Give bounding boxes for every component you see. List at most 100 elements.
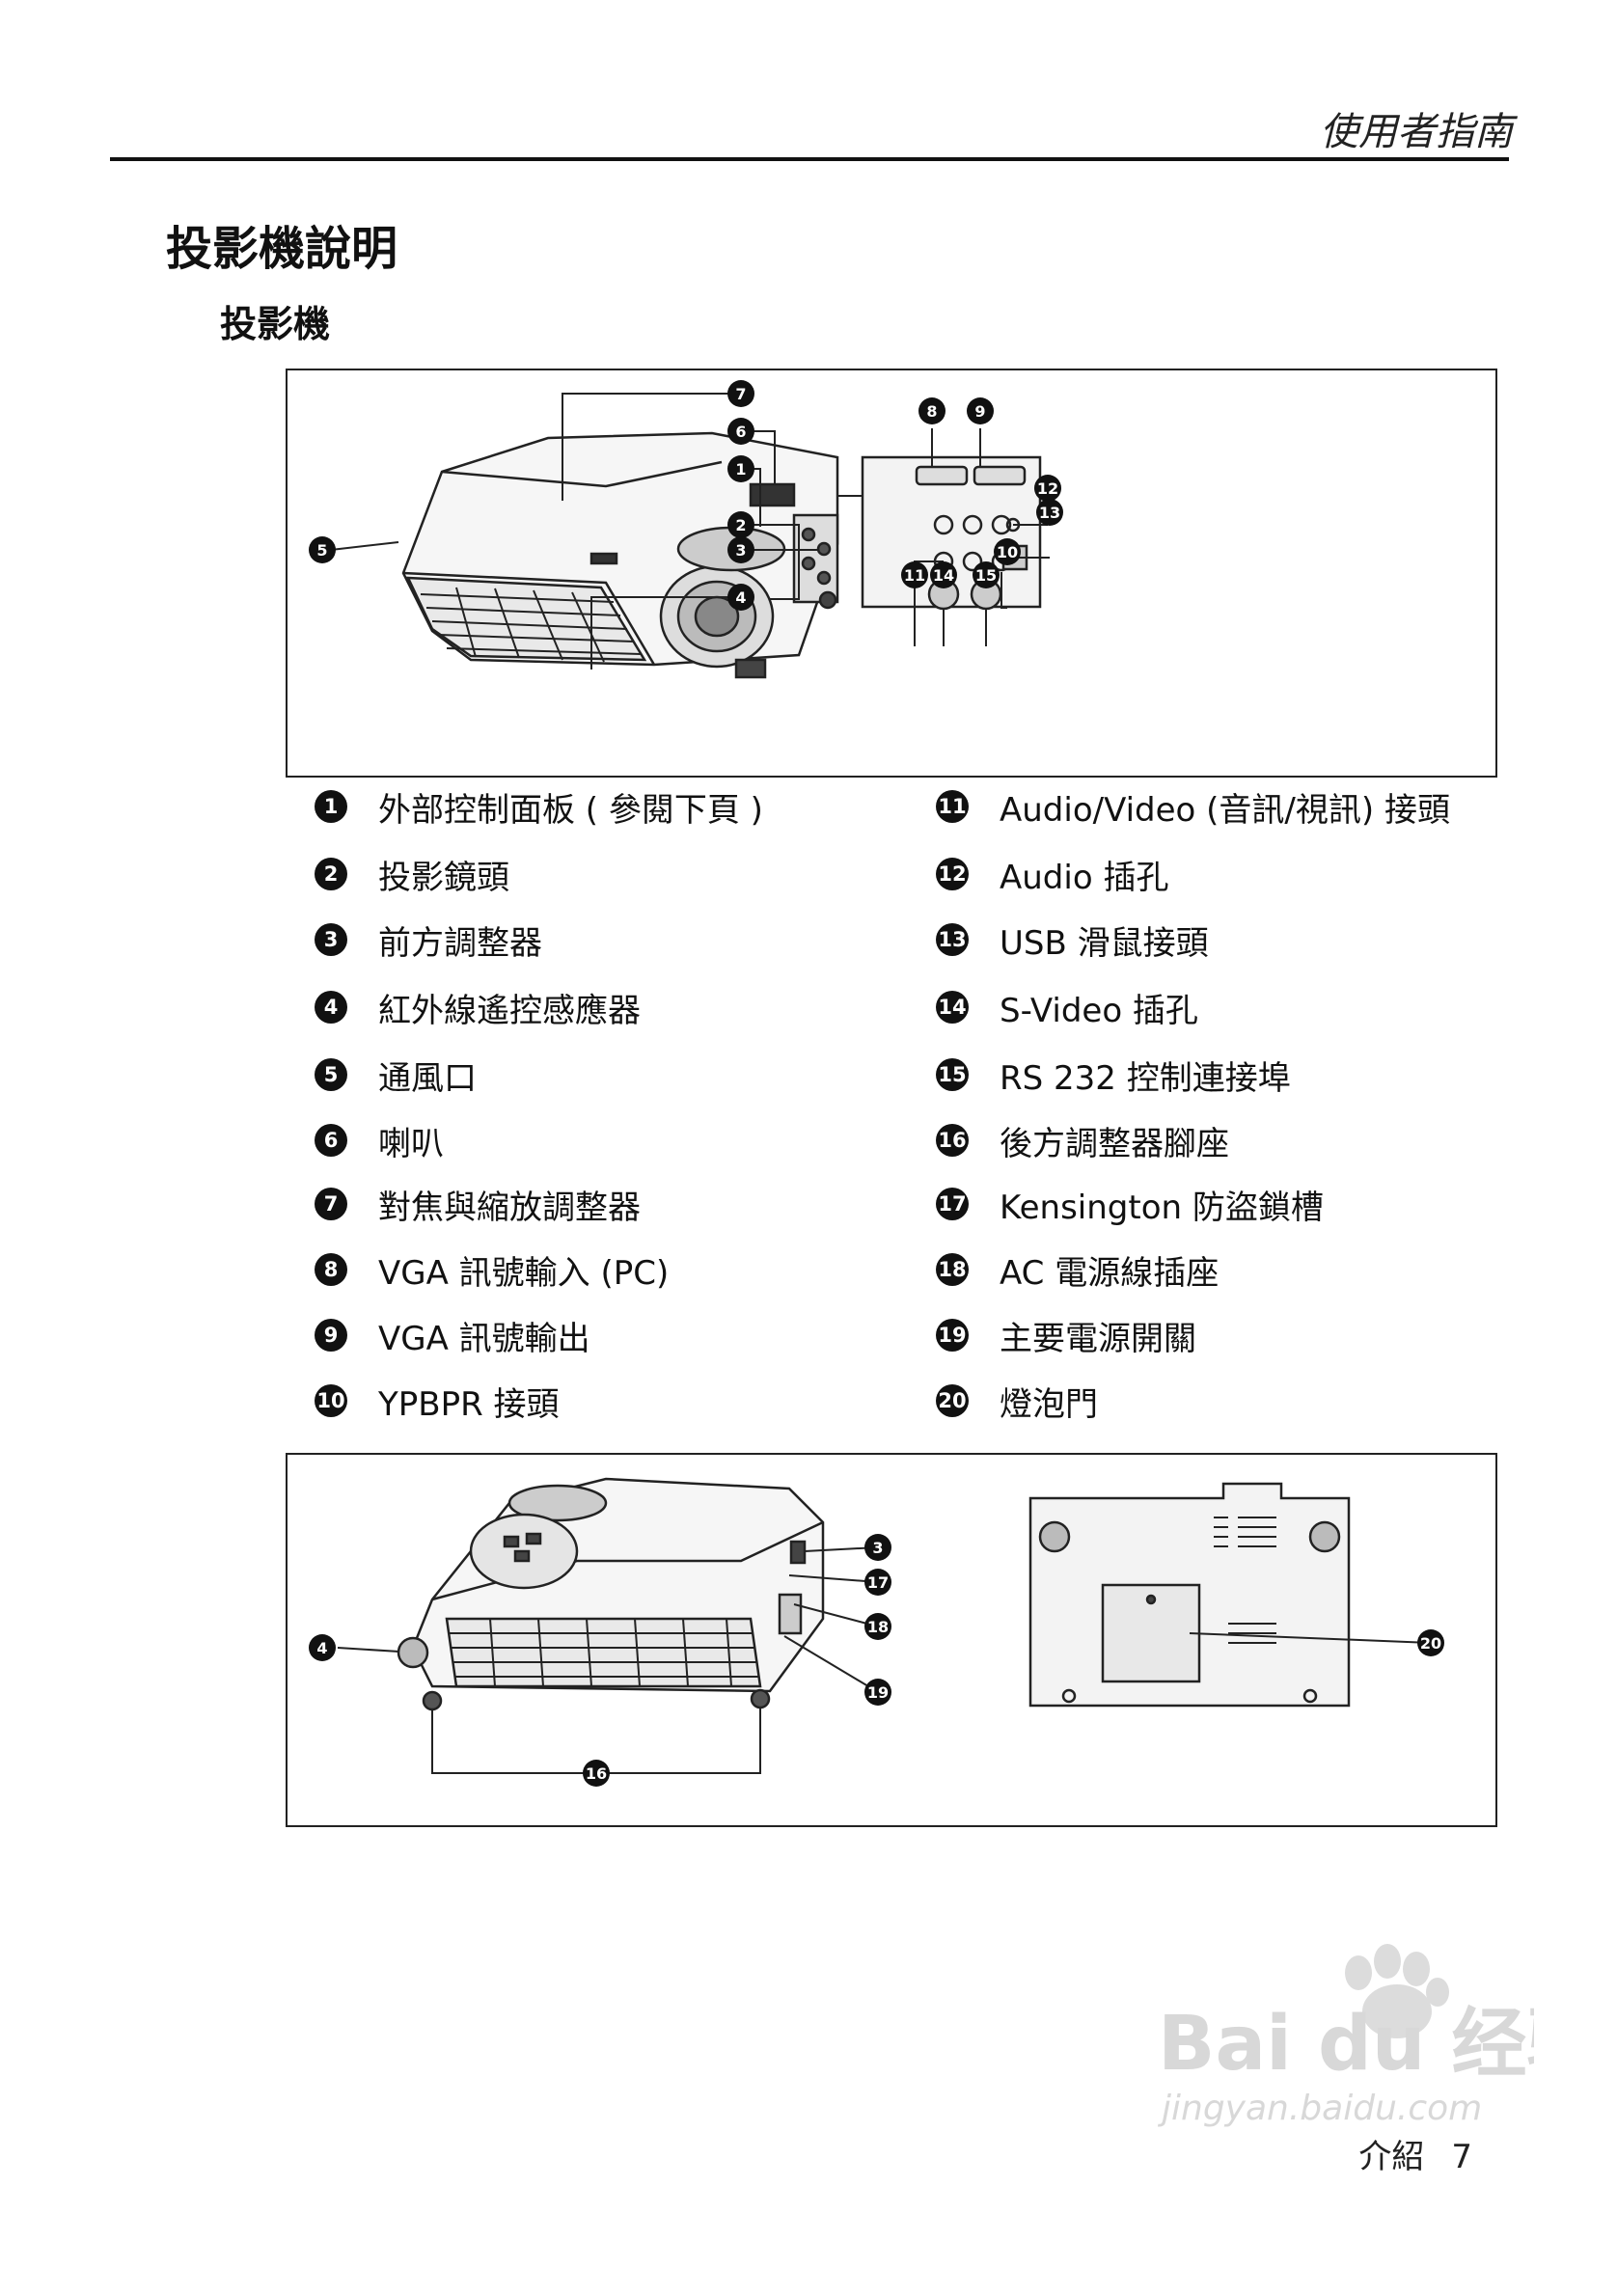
header-rule	[110, 157, 1509, 161]
watermark-brand: Bai du 经验	[1158, 2001, 1534, 2088]
legend-item-text: 投影鏡頭	[378, 858, 509, 897]
legend-item-text: 喇叭	[378, 1124, 444, 1163]
legend-item-text: Audio 插孔	[1000, 858, 1169, 897]
figure-callout: 17	[864, 1569, 891, 1596]
figure-callout-number: 16	[586, 1764, 607, 1783]
projector-rear-drawing: 3 17 18 19 4 16 20	[309, 1477, 1444, 1787]
figure-callout-number: 19	[867, 1683, 889, 1702]
figure-callout-number: 6	[735, 423, 746, 441]
figure-callout: 19	[864, 1679, 891, 1706]
callout-number-badge: 3	[315, 923, 347, 956]
figure-callout: 10	[994, 538, 1021, 565]
figure-callout-number: 4	[735, 588, 746, 607]
legend-item-text: 燈泡門	[1000, 1384, 1098, 1424]
legend-item-text: Kensington 防盜鎖槽	[1000, 1188, 1324, 1227]
figure-callout: 15	[973, 561, 1000, 588]
legend-item-text: 對焦與縮放調整器	[378, 1188, 641, 1227]
figure-callout-number: 10	[997, 543, 1018, 561]
figure-callout: 14	[930, 561, 957, 588]
legend-item: 6 喇叭	[315, 1113, 444, 1167]
legend-item: 8 VGA 訊號輸入 (PC)	[315, 1243, 669, 1297]
page-number: 7	[1451, 2138, 1472, 2176]
figure-callout-number: 18	[867, 1618, 889, 1636]
figure-callout: 20	[1417, 1629, 1444, 1656]
figure-callout-number: 20	[1420, 1634, 1441, 1653]
callout-number-badge: 9	[315, 1319, 347, 1352]
legend-item: 7 對焦與縮放調整器	[315, 1177, 641, 1231]
figure-callout-number: 8	[926, 402, 937, 421]
legend-item-text: YPBPR 接頭	[378, 1384, 560, 1424]
figure-callout: 9	[967, 397, 994, 424]
figure-callout-number: 3	[872, 1539, 883, 1557]
figure-callout-number: 3	[735, 541, 746, 560]
figure-callout: 12	[1034, 475, 1061, 502]
figure-callout: 4	[309, 1634, 336, 1661]
section-title: 投影機說明	[166, 222, 398, 276]
legend-item: 2 投影鏡頭	[315, 847, 509, 901]
figure-callout: 11	[901, 561, 928, 588]
callout-number-badge: 10	[315, 1384, 347, 1417]
figure-callout: 18	[864, 1613, 891, 1640]
figure-callout-number: 5	[316, 541, 327, 560]
callout-number-badge: 15	[936, 1058, 969, 1091]
legend-item: 17 Kensington 防盜鎖槽	[936, 1177, 1324, 1231]
callout-number-badge: 5	[315, 1058, 347, 1091]
legend-item-text: 紅外線遙控感應器	[378, 991, 641, 1030]
figure-callout-number: 9	[974, 402, 985, 421]
figure-callout: 13	[1036, 499, 1063, 526]
legend-item-text: VGA 訊號輸入 (PC)	[378, 1253, 670, 1293]
callout-number-badge: 8	[315, 1253, 347, 1286]
baidu-watermark: Bai du 经验 jingyan.baidu.com	[1157, 1944, 1534, 2128]
callout-number-badge: 7	[315, 1188, 347, 1220]
legend-item-text: USB 滑鼠接頭	[1000, 923, 1209, 963]
callout-number-badge: 13	[936, 923, 969, 956]
figure-callout: 6	[727, 418, 754, 445]
callout-number-badge: 6	[315, 1124, 347, 1157]
legend-item-text: 通風口	[378, 1058, 477, 1098]
legend-item: 15 RS 232 控制連接埠	[936, 1048, 1291, 1102]
legend-item-text: 主要電源開關	[1000, 1319, 1196, 1358]
figure-callout: 2	[727, 511, 754, 538]
figure-callout-number: 11	[904, 566, 925, 585]
figure-callout-number: 7	[735, 385, 746, 403]
legend-item: 10 YPBPR 接頭	[315, 1374, 560, 1428]
callout-number-badge: 1	[315, 790, 347, 823]
figure-callout-number: 4	[316, 1639, 327, 1657]
legend-item: 11 Audio/Video (音訊/視訊) 接頭	[936, 779, 1450, 834]
figure-callout-number: 1	[735, 460, 746, 478]
figure-callout-number: 2	[735, 516, 746, 534]
legend-item-text: Audio/Video (音訊/視訊) 接頭	[1000, 790, 1450, 830]
callout-number-badge: 19	[936, 1319, 969, 1352]
watermark-url: jingyan.baidu.com	[1157, 2089, 1482, 2128]
legend-item-text: RS 232 控制連接埠	[1000, 1058, 1291, 1098]
legend-item-text: 後方調整器腳座	[1000, 1124, 1229, 1163]
figure-callout-number: 13	[1039, 504, 1060, 522]
legend-item-text: S-Video 插孔	[1000, 991, 1198, 1030]
figure-callout: 16	[583, 1760, 610, 1787]
callout-number-badge: 17	[936, 1188, 969, 1220]
projector-rear-figure: 3 17 18 19 4 16 20	[286, 1453, 1497, 1827]
legend-item: 19 主要電源開關	[936, 1308, 1196, 1362]
figure-callout: 7	[727, 380, 754, 407]
legend-item: 13 USB 滑鼠接頭	[936, 913, 1209, 967]
callout-number-badge: 11	[936, 790, 969, 823]
callout-number-badge: 16	[936, 1124, 969, 1157]
figure-callout-number: 14	[933, 566, 954, 585]
figure-callout: 3	[727, 536, 754, 563]
figure-callout: 3	[864, 1534, 891, 1561]
figure-callout: 5	[309, 536, 336, 563]
figure-callout-number: 15	[975, 566, 997, 585]
callout-number-badge: 18	[936, 1253, 969, 1286]
callout-number-badge: 2	[315, 858, 347, 890]
figure-callout: 1	[727, 455, 754, 482]
